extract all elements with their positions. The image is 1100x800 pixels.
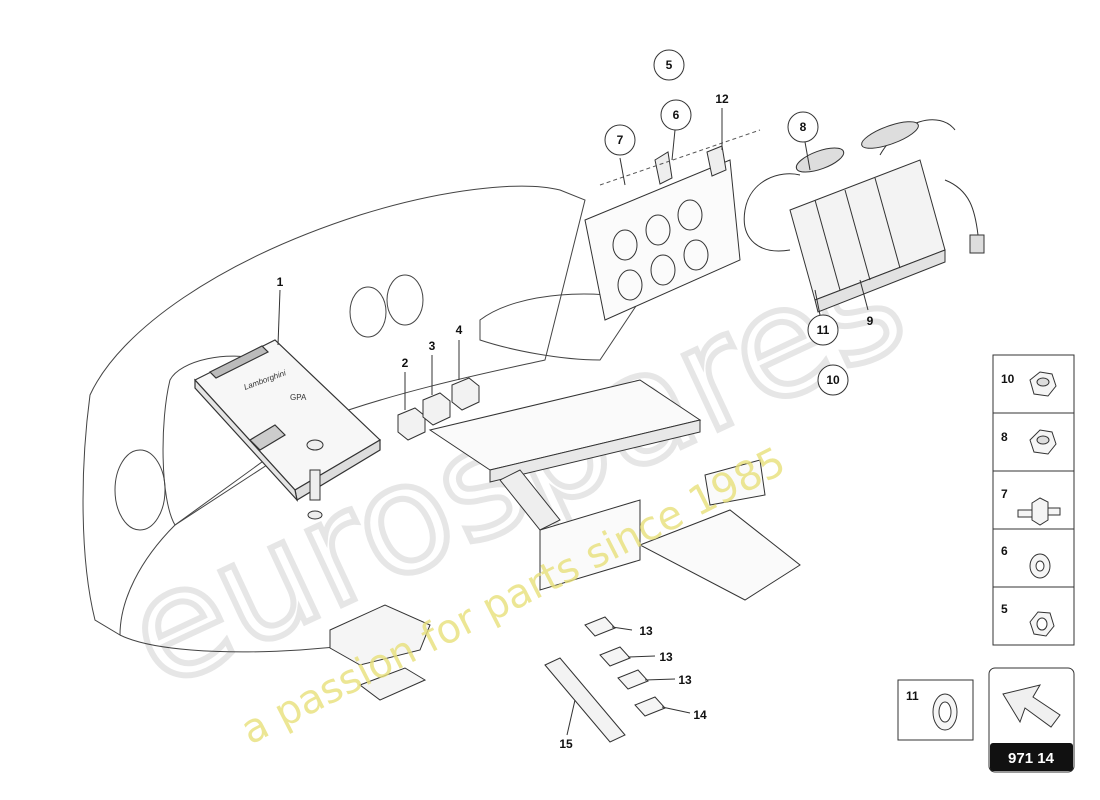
reference-box: 971 14 [988, 667, 1075, 773]
lower-module [329, 604, 431, 701]
reference-code: 971 14 [1008, 750, 1055, 767]
callout-10-label: 10 [826, 373, 840, 387]
legend-item-7-num: 7 [1001, 487, 1008, 501]
callout-10[interactable]: 10 [817, 364, 849, 396]
legend-item-8[interactable]: 8 [1001, 429, 1057, 455]
label-13-b[interactable]: 13 [659, 650, 673, 664]
mounting-bolt [306, 439, 324, 520]
relay-carrier-board [428, 379, 766, 591]
hex-nut-icon [1029, 371, 1057, 397]
callout-7-label: 7 [617, 133, 624, 147]
stud-bolt-icon [1017, 497, 1061, 526]
callout-7[interactable]: 7 [604, 124, 636, 156]
legend-panel: 10 8 7 6 [992, 354, 1075, 646]
legend-item-11-num: 11 [906, 689, 919, 703]
callout-6-label: 6 [673, 108, 680, 122]
direction-arrow-icon [1002, 684, 1061, 728]
legend-item-10[interactable]: 10 [1001, 371, 1057, 397]
dashboard-outline [82, 185, 641, 653]
label-2[interactable]: 2 [402, 356, 409, 370]
label-13-c[interactable]: 13 [678, 673, 692, 687]
callout-8-label: 8 [800, 120, 807, 134]
relay-carrier-box [638, 509, 801, 601]
callout-6[interactable]: 6 [660, 99, 692, 131]
callout-11[interactable]: 11 [807, 314, 839, 346]
legend-item-6[interactable]: 6 [1001, 544, 1051, 579]
cap-nut-icon [1029, 429, 1057, 455]
mounting-plate[interactable] [584, 145, 741, 321]
washer-icon [1029, 553, 1051, 579]
label-4[interactable]: 4 [456, 323, 463, 337]
amplifier-unit[interactable] [743, 116, 985, 313]
label-14[interactable]: 14 [693, 708, 707, 722]
legend-item-7[interactable]: 7 [1001, 487, 1061, 526]
switch-rail[interactable] [544, 657, 626, 743]
ring-washer-icon [932, 693, 958, 731]
label-1[interactable]: 1 [277, 275, 284, 289]
legend-item-11[interactable]: 11 [897, 679, 974, 741]
callout-5-label: 5 [666, 58, 673, 72]
relay-3[interactable] [422, 392, 451, 426]
module-tag: GPA [290, 393, 307, 402]
legend-item-8-num: 8 [1001, 430, 1008, 444]
label-13-a[interactable]: 13 [639, 624, 653, 638]
legend-item-10-num: 10 [1001, 372, 1015, 386]
legend-item-5-num: 5 [1001, 602, 1008, 616]
callout-11-label: 11 [817, 323, 830, 337]
legend-item-5[interactable]: 5 [1001, 602, 1055, 637]
relay-2[interactable] [397, 407, 426, 441]
nut-icon [1029, 611, 1055, 637]
leader-lines [277, 108, 869, 736]
label-9[interactable]: 9 [867, 314, 874, 328]
label-15[interactable]: 15 [559, 737, 573, 751]
label-3[interactable]: 3 [429, 339, 436, 353]
reference-code-bar [990, 743, 1073, 771]
relay-4[interactable] [451, 377, 480, 411]
callout-8[interactable]: 8 [787, 111, 819, 143]
switch-13-b[interactable] [599, 646, 631, 667]
switch-14[interactable] [634, 696, 666, 717]
callout-5[interactable]: 5 [653, 49, 685, 81]
switch-13-a[interactable] [584, 616, 616, 637]
legend-item-6-num: 6 [1001, 544, 1008, 558]
switch-13-c[interactable] [617, 669, 649, 690]
label-12[interactable]: 12 [715, 92, 729, 106]
